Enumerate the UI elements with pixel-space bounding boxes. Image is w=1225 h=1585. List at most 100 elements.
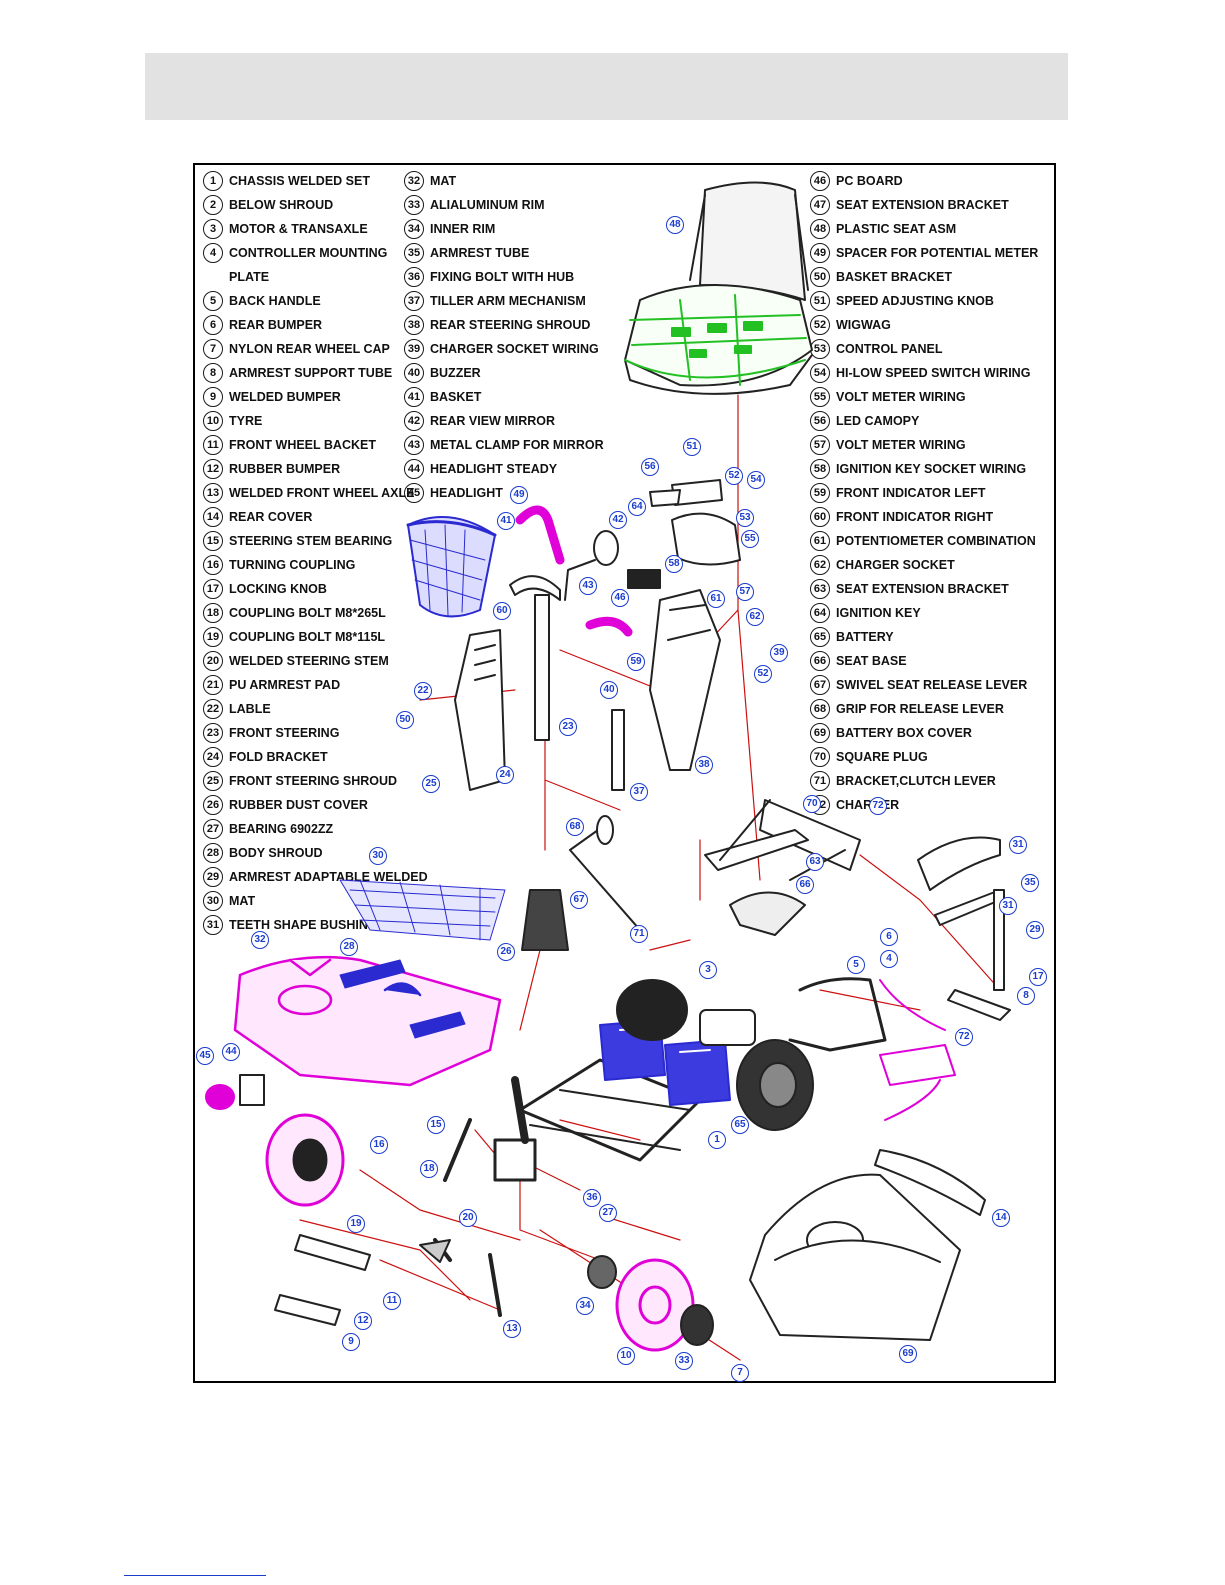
part-number-bubble: 11 <box>203 435 223 455</box>
callout-bubble: 14 <box>992 1209 1010 1227</box>
part-label: RUBBER BUMPER <box>229 462 341 476</box>
part-number-bubble: 23 <box>203 723 223 743</box>
part-label: PU ARMREST PAD <box>229 678 341 692</box>
part-number-bubble: 66 <box>810 651 830 671</box>
part-label: BRACKET,CLUTCH LEVER <box>836 774 996 788</box>
part-label: CHARGER SOCKET <box>836 558 955 572</box>
legend-item: 71 BRACKET,CLUTCH LEVER <box>810 770 996 792</box>
part-number-bubble: 54 <box>810 363 830 383</box>
callout-bubble: 20 <box>459 1209 477 1227</box>
callout-bubble: 25 <box>422 775 440 793</box>
callout-bubble: 35 <box>1021 874 1039 892</box>
part-number-bubble: 43 <box>404 435 424 455</box>
callout-bubble: 40 <box>600 681 618 699</box>
callout-bubble: 26 <box>497 943 515 961</box>
part-label: TYRE <box>229 414 263 428</box>
part-label: BATTERY BOX COVER <box>836 726 972 740</box>
part-label: FOLD BRACKET <box>229 750 328 764</box>
part-label: MOTOR & TRANSAXLE <box>229 222 368 236</box>
callout-bubble: 16 <box>370 1136 388 1154</box>
callout-bubble: 44 <box>222 1043 240 1061</box>
legend-item: 47 SEAT EXTENSION BRACKET <box>810 194 1009 216</box>
callout-bubble: 64 <box>628 498 646 516</box>
part-label: ARMREST ADAPTABLE WELDED <box>229 870 428 884</box>
callout-bubble: 28 <box>340 938 358 956</box>
callout-bubble: 6 <box>880 928 898 946</box>
part-number-bubble: 2 <box>203 195 223 215</box>
part-label: BASKET BRACKET <box>836 270 952 284</box>
callout-bubble: 48 <box>666 216 684 234</box>
callout-bubble: 8 <box>1017 987 1035 1005</box>
callout-bubble: 32 <box>251 931 269 949</box>
part-label: MAT <box>229 894 256 908</box>
part-number-bubble: 61 <box>810 531 830 551</box>
part-number-bubble: 33 <box>404 195 424 215</box>
part-number-bubble: 48 <box>810 219 830 239</box>
callout-bubble: 70 <box>803 795 821 813</box>
part-number-bubble: 58 <box>810 459 830 479</box>
legend-item: 2 BELOW SHROUD <box>203 194 333 216</box>
part-number-bubble: 27 <box>203 819 223 839</box>
callout-bubble: 19 <box>347 1215 365 1233</box>
part-label: CONTROLLER MOUNTING <box>229 246 388 260</box>
part-label: SEAT EXTENSION BRACKET <box>836 198 1009 212</box>
legend-item: 9 WELDED BUMPER <box>203 386 341 408</box>
welded-front-wheel-axle <box>274 1118 502 1326</box>
part-number-bubble: 1 <box>203 171 223 191</box>
part-label: POTENTIOMETER COMBINATION <box>836 534 1036 548</box>
part-number-bubble: 9 <box>203 387 223 407</box>
part-label: BELOW SHROUD <box>229 198 334 212</box>
part-number-bubble: 71 <box>810 771 830 791</box>
part-number-bubble: 41 <box>404 387 424 407</box>
rubber-dust-cover <box>521 889 569 951</box>
tiller-arm-mechanism <box>569 709 641 931</box>
part-label: INNER RIM <box>430 222 496 236</box>
callout-bubble: 52 <box>754 665 772 683</box>
callout-bubble: 3 <box>699 961 717 979</box>
callout-bubble: 4 <box>880 950 898 968</box>
callout-bubble: 58 <box>665 555 683 573</box>
part-label: HEADLIGHT STEADY <box>430 462 558 476</box>
motor-transaxle <box>616 979 814 1131</box>
part-number-bubble: 64 <box>810 603 830 623</box>
rear-cover <box>874 1149 986 1216</box>
callout-bubble: 52 <box>725 467 743 485</box>
part-label: ALIALUMINUM RIM <box>430 198 545 212</box>
part-label: PLASTIC SEAT ASM <box>836 222 957 236</box>
headlight <box>205 1074 265 1110</box>
part-number-bubble: 56 <box>810 411 830 431</box>
part-number-bubble: 63 <box>810 579 830 599</box>
part-label: WELDED BUMPER <box>229 390 341 404</box>
part-number-bubble: 25 <box>203 771 223 791</box>
part-number-bubble: 19 <box>203 627 223 647</box>
callout-bubble: 46 <box>611 589 629 607</box>
part-label: IGNITION KEY SOCKET WIRING <box>836 462 1027 476</box>
part-label: ARMREST SUPPORT TUBE <box>229 366 393 380</box>
basket <box>406 516 497 618</box>
part-number-bubble: 47 <box>810 195 830 215</box>
part-number-bubble: 57 <box>810 435 830 455</box>
part-number-bubble: 52 <box>810 315 830 335</box>
part-number-bubble: 55 <box>810 387 830 407</box>
part-number-bubble: 13 <box>203 483 223 503</box>
callout-bubble: 24 <box>496 766 514 784</box>
part-label: FRONT STEERING <box>229 726 340 740</box>
